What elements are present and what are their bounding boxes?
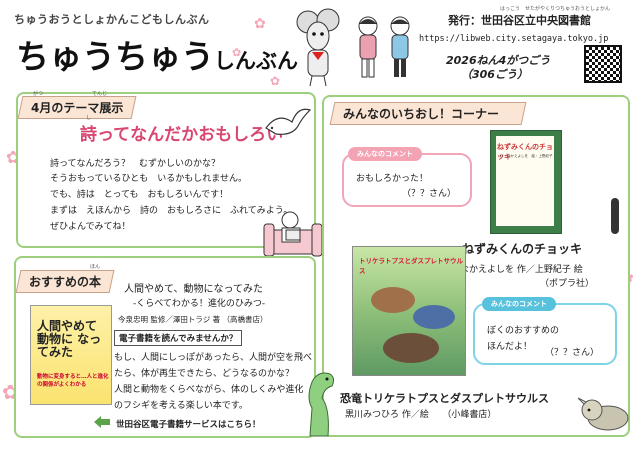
dinosaur-illustration — [371, 287, 415, 313]
recommended-book-tab: おすすめの本 — [15, 270, 115, 293]
description-line: たら、体が再生できたら、どうなるのかな？ — [114, 369, 295, 379]
theme-exhibit-tab: 4月のテーマ展示 — [17, 96, 137, 119]
title-small: しんぶん — [214, 49, 298, 73]
dinosaur-book-cover[interactable]: トリケラトプスとダスプレトサウルス — [352, 246, 466, 376]
tab-ruby-book: ほん — [90, 264, 101, 270]
tab-ruby-month: がつ — [33, 91, 44, 97]
description-line: 人間と動物をくらべながら、体のしくみや進化 — [114, 385, 304, 395]
comment-text: おもしろかった！ — [356, 174, 429, 184]
description-line: もし、人間にしっぽがあったら、人間が空を飛べ — [114, 353, 313, 363]
bird-illustration — [265, 108, 312, 135]
cherry-blossom-icon: ✿ — [232, 46, 242, 59]
issue-date: 2026ねん4がつごう — [446, 54, 551, 67]
recommended-book-cover[interactable]: 人間やめて 動物に なってみた 動物に変身すると…人と進化の関係がよくわかる — [30, 305, 112, 405]
comment-text: ほんだよ！ — [487, 342, 533, 352]
book1-author: なかえよしを 作／上野紀子 絵 — [460, 265, 583, 275]
stick-decoration-icon — [611, 198, 619, 234]
everyone-recommends-tab: みんなのいちおし！コーナー — [329, 102, 527, 125]
cover-title: 人間やめて 動物に なってみた — [37, 319, 102, 359]
book2-author: 黒川みつひろ 作／絵 （小峰書店） — [345, 410, 497, 420]
theme-line: 詩ってなんだろう？ むずかしいのかな？ — [50, 159, 221, 169]
ebook-prompt: 電子書籍を読んでみませんか？ — [114, 330, 243, 346]
theme-line: でも、詩は とっても おもしろいんです！ — [50, 190, 229, 200]
newspaper-subtitle: ちゅうおうとしょかんこどもしんぶん — [14, 13, 210, 26]
title-main: ちゅうちゅう — [16, 37, 214, 76]
cover-author: 作・なかえよしを 絵・上野紀子 — [500, 154, 553, 158]
book1-publisher: （ポプラ社） — [540, 279, 595, 289]
cherry-blossom-icon: ✿ — [254, 16, 266, 32]
mouse-mascot-illustration — [296, 8, 340, 87]
triceratops-decoration-icon — [578, 397, 629, 431]
dinosaur-decoration-icon — [308, 372, 335, 437]
theme-line: ぜひよんでみてね！ — [50, 222, 131, 232]
comment-bubble: おもしろかった！ （？？さん） — [342, 153, 472, 207]
comment-label: みんなのコメント — [482, 297, 556, 311]
cover-title: ねずみくんのチョッキ — [497, 143, 553, 161]
dinosaur-illustration — [383, 333, 439, 363]
newspaper-title: ちゅうちゅうしんぶん — [16, 30, 298, 78]
book1-title: ねずみくんのチョッキ — [462, 242, 583, 256]
cherry-blossom-icon: ✿ — [270, 74, 281, 88]
arrow-left-icon — [94, 416, 110, 428]
library-url[interactable]: https://libweb.city.setagaya.tokyo.jp — [419, 34, 609, 44]
book2-title: 恐竜トリケラトプスとダスプレトサウルス — [340, 392, 549, 405]
ebook-service-link[interactable]: 世田谷区電子書籍サービスはこちら！ — [116, 420, 261, 430]
publisher-label: 発行：世田谷区立中央図書館 — [448, 14, 591, 27]
book-title-line: 人間やめて、動物になってみた — [124, 284, 263, 295]
cover-title: トリケラトプスとダスプレトサウルス — [359, 257, 463, 275]
comment-bubble: ぼくのおすすめの ほんだよ！ （？？さん） — [473, 303, 617, 365]
book-title-line: -くらべてわかる！進化のひみつ- — [133, 299, 266, 309]
tab-ruby-exhibit: てんじ — [92, 91, 108, 97]
issue-number: （306ごう） — [461, 68, 528, 81]
theme-heading: 詩ってなんだかおもしろい — [80, 125, 284, 145]
comment-author: （？？さん） — [402, 189, 457, 199]
description-line: のフシギを考える楽しい本です。 — [114, 401, 248, 411]
nezumi-book-cover[interactable]: ねずみくんのチョッキ 作・なかえよしを 絵・上野紀子 — [490, 130, 562, 234]
comment-author: （？？さん） — [545, 348, 600, 358]
theme-line: そうおもっているひとも いるかもしれません。 — [50, 174, 248, 184]
publisher-ruby: はっこう せたがやくりつちゅうおうとしょかん — [500, 6, 611, 12]
reading-child-illustration — [263, 211, 323, 257]
dinosaur-illustration — [413, 305, 455, 329]
heading-ruby: し — [86, 115, 92, 121]
qr-code-icon[interactable] — [584, 45, 622, 83]
cover-subtitle: 動物に変身すると…人と進化の関係がよくわかる — [37, 374, 109, 388]
comment-label: みんなのコメント — [348, 147, 422, 161]
book-credit: 今泉忠明 監修／澤田トラジ 著 （高橋書店） — [118, 315, 268, 324]
theme-line: まずは えほんから 詩の おもしろさに ふれてみよう。 — [50, 206, 293, 216]
comment-text: ぼくのおすすめの — [487, 326, 560, 336]
children-illustration — [358, 16, 410, 78]
